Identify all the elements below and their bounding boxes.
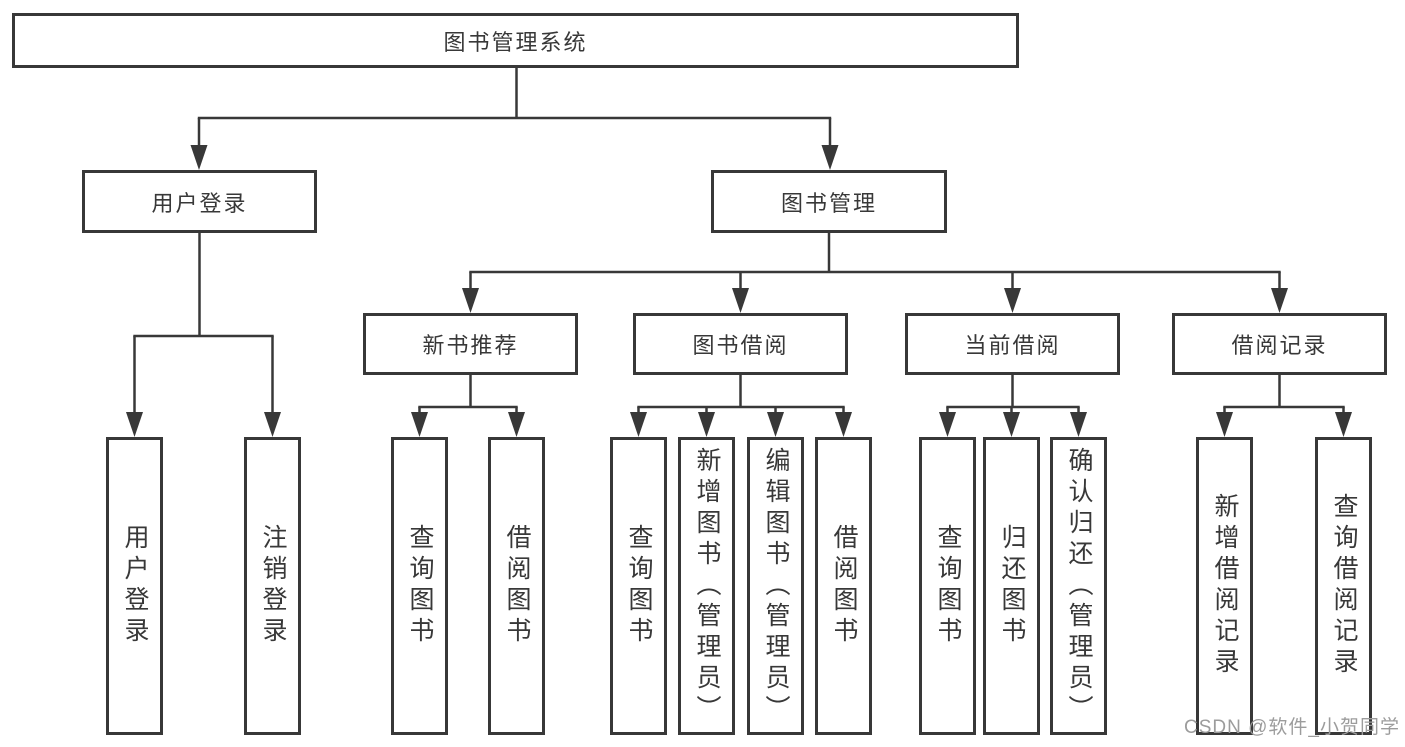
- node-query-books-current: 查询图书: [919, 437, 976, 735]
- node-borrow-books-recommend: 借阅图书: [488, 437, 545, 735]
- node-logout: 注销登录: [244, 437, 301, 735]
- node-query-books-borrow: 查询图书: [610, 437, 667, 735]
- node-query-borrow-record: 查询借阅记录: [1315, 437, 1372, 735]
- node-user-login-group: 用户登录: [82, 170, 317, 233]
- node-book-borrow: 图书借阅: [633, 313, 848, 375]
- node-query-books-recommend: 查询图书: [391, 437, 448, 735]
- node-borrow-records: 借阅记录: [1172, 313, 1387, 375]
- node-add-book-admin: 新增图书（管理员）: [678, 437, 735, 735]
- node-current-borrow: 当前借阅: [905, 313, 1120, 375]
- node-book-management: 图书管理: [711, 170, 947, 233]
- node-confirm-return-admin: 确认归还（管理员）: [1050, 437, 1107, 735]
- node-edit-book-admin: 编辑图书（管理员）: [747, 437, 804, 735]
- watermark-text: CSDN @软件_小贺同学: [1184, 717, 1400, 738]
- node-library-system: 图书管理系统: [12, 13, 1019, 68]
- node-user-login: 用户登录: [106, 437, 163, 735]
- node-borrow-books: 借阅图书: [815, 437, 872, 735]
- node-add-borrow-record: 新增借阅记录: [1196, 437, 1253, 735]
- node-return-book: 归还图书: [983, 437, 1040, 735]
- node-new-book-recommend: 新书推荐: [363, 313, 578, 375]
